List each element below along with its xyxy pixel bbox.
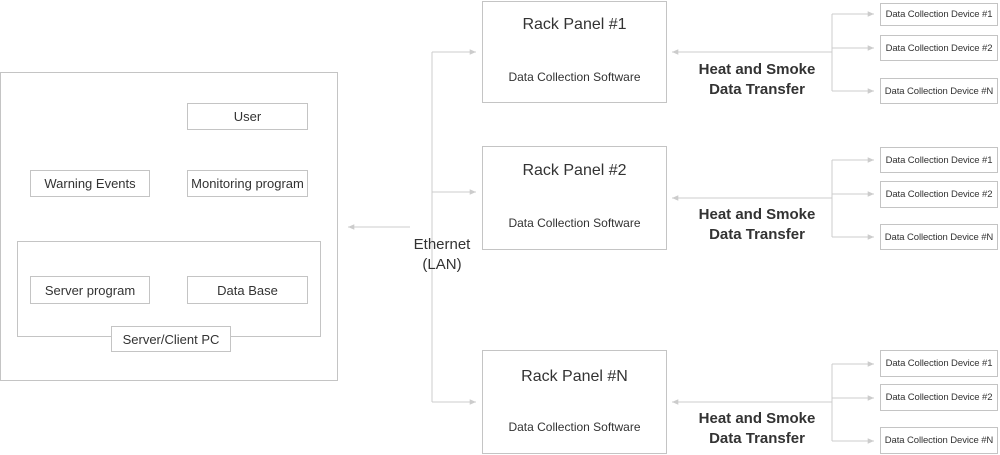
user-box: User bbox=[187, 103, 308, 130]
rack-panel-n-title: Rack Panel #N bbox=[521, 368, 628, 385]
server-program-label: Server program bbox=[44, 282, 136, 298]
panelN-device-1: Data Collection Device #1 bbox=[880, 350, 998, 377]
panel2-device-n-label: Data Collection Device #N bbox=[884, 231, 994, 243]
panelN-device-n: Data Collection Device #N bbox=[880, 427, 998, 454]
monitoring-program-label: Monitoring program bbox=[191, 176, 304, 191]
panel1-device-n-label: Data Collection Device #N bbox=[884, 85, 994, 97]
rack-panel-2-software: Data Collection Software bbox=[508, 216, 641, 230]
server-client-pc-tab: Server/Client PC bbox=[111, 326, 231, 352]
transfer-label-1-line2: Data Transfer bbox=[709, 81, 805, 98]
panelN-device-2: Data Collection Device #2 bbox=[880, 384, 998, 411]
transfer-label-n: Heat and Smoke Data Transfer bbox=[692, 409, 822, 449]
panel1-device-2-label: Data Collection Device #2 bbox=[885, 42, 993, 54]
ethernet-label-line2: (LAN) bbox=[422, 256, 462, 273]
panel1-device-n: Data Collection Device #N bbox=[880, 78, 998, 104]
panelN-device-n-label: Data Collection Device #N bbox=[884, 435, 994, 446]
transfer-label-1-line1: Heat and Smoke bbox=[698, 61, 816, 78]
ethernet-label: Ethernet (LAN) bbox=[402, 235, 482, 275]
panel2-device-2: Data Collection Device #2 bbox=[880, 181, 998, 208]
transfer-label-n-line2: Data Transfer bbox=[709, 430, 805, 447]
panelN-device-1-label: Data Collection Device #1 bbox=[885, 358, 993, 369]
database-label: Data Base bbox=[217, 282, 278, 298]
panel2-device-n: Data Collection Device #N bbox=[880, 224, 998, 250]
transfer-label-2-line1: Heat and Smoke bbox=[698, 206, 816, 223]
transfer-label-2-line2: Data Transfer bbox=[709, 226, 805, 243]
ethernet-label-line1: Ethernet bbox=[413, 236, 471, 253]
transfer-label-2: Heat and Smoke Data Transfer bbox=[692, 205, 822, 245]
database-box: Data Base bbox=[187, 276, 308, 304]
server-program-box: Server program bbox=[30, 276, 150, 304]
panel1-device-1-label: Data Collection Device #1 bbox=[885, 9, 993, 20]
panel2-device-1-label: Data Collection Device #1 bbox=[885, 154, 993, 166]
panel1-device-2: Data Collection Device #2 bbox=[880, 35, 998, 61]
rack-panel-1-software: Data Collection Software bbox=[508, 70, 641, 84]
rack-panel-1-title: Rack Panel #1 bbox=[522, 16, 627, 33]
server-client-pc-label: Server/Client PC bbox=[122, 331, 220, 347]
panel1-device-1: Data Collection Device #1 bbox=[880, 3, 998, 26]
panel2-device-1: Data Collection Device #1 bbox=[880, 147, 998, 173]
monitoring-program-box: Monitoring program bbox=[187, 170, 308, 197]
panelN-device-2-label: Data Collection Device #2 bbox=[885, 392, 993, 403]
rack-panel-n-software: Data Collection Software bbox=[508, 420, 641, 434]
rack-panel-n-box bbox=[482, 350, 667, 454]
panel2-device-2-label: Data Collection Device #2 bbox=[885, 189, 993, 200]
user-label: User bbox=[233, 109, 262, 124]
warning-events-label: Warning Events bbox=[44, 176, 136, 191]
rack-panel-2-box bbox=[482, 146, 667, 250]
warning-events-box: Warning Events bbox=[30, 170, 150, 197]
rack-panel-1-box bbox=[482, 1, 667, 103]
transfer-label-1: Heat and Smoke Data Transfer bbox=[692, 60, 822, 100]
rack-panel-2-title: Rack Panel #2 bbox=[522, 162, 627, 179]
transfer-label-n-line1: Heat and Smoke bbox=[698, 410, 816, 427]
